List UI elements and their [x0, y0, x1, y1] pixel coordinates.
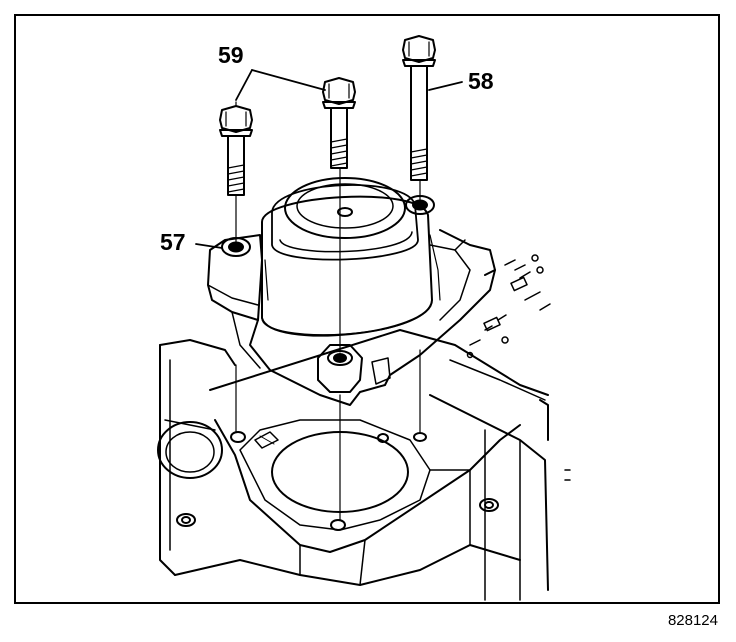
diagram-frame: [14, 14, 720, 604]
bolt-59-center: [323, 78, 355, 168]
figure-number: 828124: [667, 612, 718, 629]
bolt-59-left: [220, 102, 252, 195]
callout-58: 58: [468, 68, 494, 94]
alignment-lines: [236, 168, 420, 520]
callout-57: 57: [160, 229, 186, 255]
servo-cover: [208, 178, 495, 405]
leader-lines: [196, 70, 462, 248]
callout-59: 59: [218, 42, 244, 68]
transmission-case: [158, 255, 570, 600]
bolt-58: [403, 36, 435, 180]
